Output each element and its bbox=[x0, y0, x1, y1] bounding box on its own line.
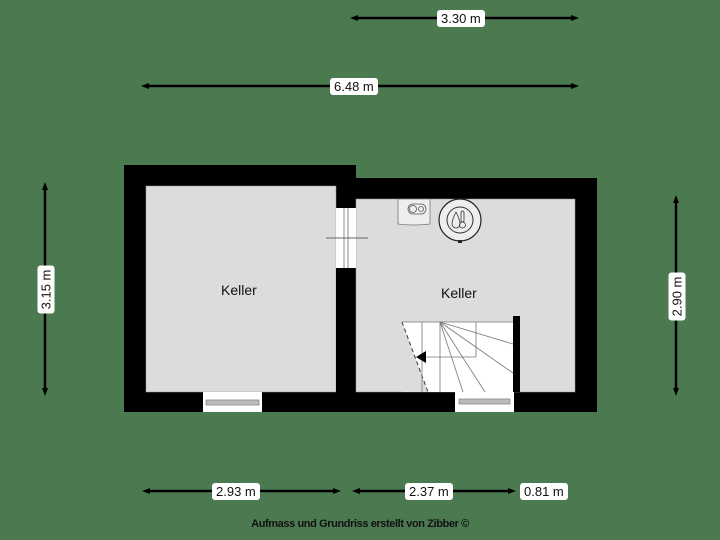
dimension-top-total: 6.48 m bbox=[330, 78, 378, 95]
water-heater-thermometer-icon bbox=[438, 198, 482, 243]
room-label-left: Keller bbox=[221, 282, 257, 298]
dimension-bottom-middle: 2.37 m bbox=[405, 483, 453, 500]
boiler-icon bbox=[397, 198, 431, 226]
dimension-left-height: 3.15 m bbox=[37, 265, 55, 314]
stair-wall bbox=[513, 316, 520, 392]
doorway-opening bbox=[326, 208, 368, 268]
window-right bbox=[455, 392, 514, 412]
dimension-right-height: 2.90 m bbox=[668, 272, 686, 321]
room-label-right: Keller bbox=[441, 285, 477, 301]
dimension-bottom-left: 2.93 m bbox=[212, 483, 260, 500]
dimension-top-short: 3.30 m bbox=[437, 10, 485, 27]
floor-left-room bbox=[145, 185, 337, 393]
staircase bbox=[401, 321, 514, 393]
footer-credit: Aufmass und Grundriss erstellt von Zibbe… bbox=[251, 518, 469, 530]
dimension-bottom-right: 0.81 m bbox=[520, 483, 568, 500]
window-left bbox=[203, 392, 262, 412]
